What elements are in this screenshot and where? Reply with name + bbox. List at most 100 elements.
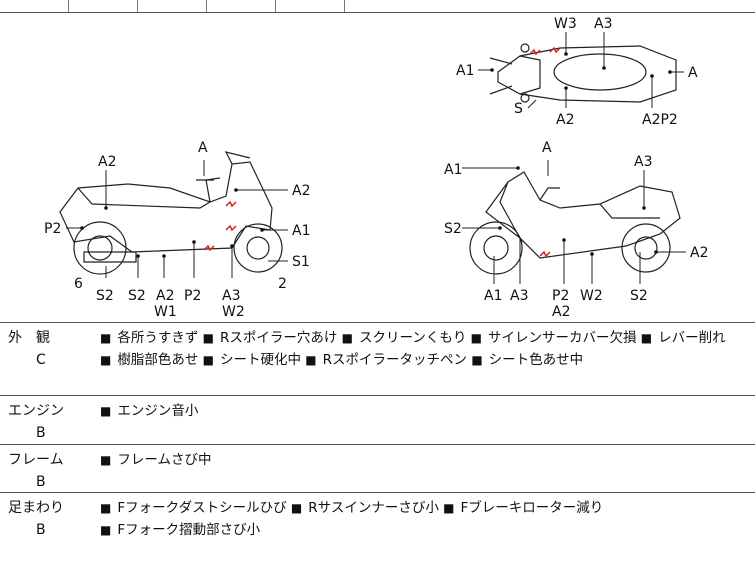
table-header-strip (0, 0, 755, 13)
scooter-right-side-view (469, 171, 681, 275)
row-items: ■ エンジン音小 (100, 400, 747, 422)
label-top-A3: A3 (594, 16, 612, 32)
condition-item-text: Fフォークダストシールひび (117, 500, 287, 516)
condition-item-text: エンジン音小 (117, 403, 199, 419)
row-header: フレーム B (8, 449, 78, 493)
condition-item-text: Rサスインナーさび小 (308, 500, 439, 516)
row-category: エンジン (8, 403, 64, 419)
label-right-A2: A2 (690, 245, 708, 261)
condition-item-text: Fフォーク摺動部さび小 (117, 522, 261, 538)
label-right-A: A (542, 140, 552, 156)
damage-diagram: A2 A A2 A1 S1 P2 6 2 S2 S2 A2 W1 P2 A3 W… (0, 12, 755, 323)
label-left-A2-bottom: A2 (156, 288, 174, 304)
scooter-left-side-view (59, 151, 283, 275)
label-top-A: A (688, 65, 698, 81)
label-left-A2-top: A2 (98, 154, 116, 170)
bullet-square-icon: ■ (470, 331, 482, 345)
bullet-square-icon: ■ (443, 501, 455, 515)
condition-item: ■ シート色あせ中 (471, 352, 583, 368)
condition-item-text: Rスポイラータッチペン (322, 352, 468, 368)
table-row: エンジン B ■ エンジン音小 (0, 396, 755, 445)
label-right-W2: W2 (580, 288, 603, 304)
condition-item: ■シート硬化中 (203, 352, 301, 368)
row-header: 外 観 C (8, 327, 78, 371)
condition-item-text: サイレンサーカバー欠損 (487, 330, 637, 346)
label-left-A-top: A (198, 140, 208, 156)
bullet-square-icon: ■ (100, 523, 112, 537)
label-left-2: 2 (278, 276, 287, 292)
condition-item-text: レバー削れ (658, 330, 726, 346)
label-left-S1: S1 (292, 254, 310, 270)
condition-item-text: Fブレーキローター減り (460, 500, 604, 516)
bullet-square-icon: ■ (100, 353, 112, 367)
row-items: ■ フレームさび中 (100, 449, 747, 471)
bullet-square-icon: ■ (471, 353, 483, 367)
label-right-S2-bottom: S2 (630, 288, 648, 304)
row-header: 足まわり B (8, 497, 78, 541)
label-right-A1-bottom: A1 (484, 288, 502, 304)
row-category: フレーム (8, 452, 64, 468)
bullet-square-icon: ■ (100, 331, 112, 345)
label-top-A2P2: A2P2 (642, 112, 678, 128)
condition-item-text: 各所うすきず (117, 330, 199, 346)
condition-item: ■ 各所うすきず (100, 330, 198, 346)
condition-item: ■Rスポイラー穴あけ (203, 330, 338, 346)
leader-lines (66, 32, 686, 284)
condition-item: ■ レバー削れ (641, 330, 726, 346)
condition-item: ■ 樹脂部色あせ (100, 352, 198, 368)
row-category: 外 観 (8, 330, 50, 346)
bullet-square-icon: ■ (100, 501, 112, 515)
bullet-square-icon: ■ (202, 353, 214, 367)
bullet-square-icon: ■ (640, 331, 653, 345)
header-cell (0, 0, 69, 12)
label-right-A1: A1 (444, 162, 462, 178)
label-right-A3: A3 (634, 154, 652, 170)
row-items: ■Fフォークダストシールひび ■Rサスインナーさび小 ■Fブレーキローター減り … (100, 497, 747, 541)
label-right-A2-bottom: A2 (552, 304, 570, 320)
condition-item: ■Rサスインナーさび小 (291, 500, 439, 516)
condition-item: ■ フレームさび中 (100, 452, 211, 468)
bullet-square-icon: ■ (202, 331, 214, 345)
label-top-A2: A2 (556, 112, 574, 128)
condition-item: ■ Fフォーク摺動部さび小 (100, 522, 260, 538)
condition-item-text: フレームさび中 (117, 452, 212, 468)
bullet-square-icon: ■ (341, 331, 354, 345)
row-items: ■各所うすきず ■Rスポイラー穴あけ ■スクリーンくもり ■サイレンサーカバー欠… (100, 327, 747, 371)
row-grade: B (36, 474, 46, 490)
header-cell (138, 0, 207, 12)
bullet-square-icon: ■ (100, 453, 112, 467)
label-left-W2: W2 (222, 304, 245, 320)
label-left-A1: A1 (292, 223, 310, 239)
header-cell (207, 0, 276, 12)
label-left-6: 6 (74, 276, 83, 292)
scooter-top-view (489, 43, 677, 103)
label-left-A2-right: A2 (292, 183, 310, 199)
table-row: 足まわり B ■Fフォークダストシールひび ■Rサスインナーさび小 ■Fブレーキ… (0, 493, 755, 561)
table-row: 外 観 C ■各所うすきず ■Rスポイラー穴あけ ■スクリーンくもり ■サイレン… (0, 323, 755, 396)
bullet-square-icon: ■ (305, 353, 317, 367)
label-top-S: S (514, 101, 523, 117)
damage-dots (80, 52, 672, 258)
condition-item: ■ Fブレーキローター減り (443, 500, 603, 516)
condition-item: ■ エンジン音小 (100, 403, 198, 419)
label-right-A3-bottom: A3 (510, 288, 528, 304)
row-grade: B (36, 522, 46, 538)
row-header: エンジン B (8, 400, 78, 444)
condition-item-text: 樹脂部色あせ (117, 352, 199, 368)
row-grade: B (36, 425, 46, 441)
condition-item: ■ Fフォークダストシールひび (100, 500, 287, 516)
damage-marks (203, 46, 561, 258)
label-left-A3: A3 (222, 288, 240, 304)
condition-item-text: シート色あせ中 (488, 352, 584, 368)
condition-item-text: スクリーンくもり (359, 330, 467, 346)
label-right-P2: P2 (552, 288, 569, 304)
label-right-S2: S2 (444, 221, 462, 237)
condition-item: ■ サイレンサーカバー欠損 (471, 330, 637, 346)
label-top-A1: A1 (456, 63, 474, 79)
label-left-W1: W1 (154, 304, 177, 320)
bullet-square-icon: ■ (100, 404, 112, 418)
label-left-P2-bottom: P2 (184, 288, 201, 304)
condition-item: ■ スクリーンくもり (342, 330, 467, 346)
label-left-S2b: S2 (128, 288, 146, 304)
header-cell (69, 0, 138, 12)
